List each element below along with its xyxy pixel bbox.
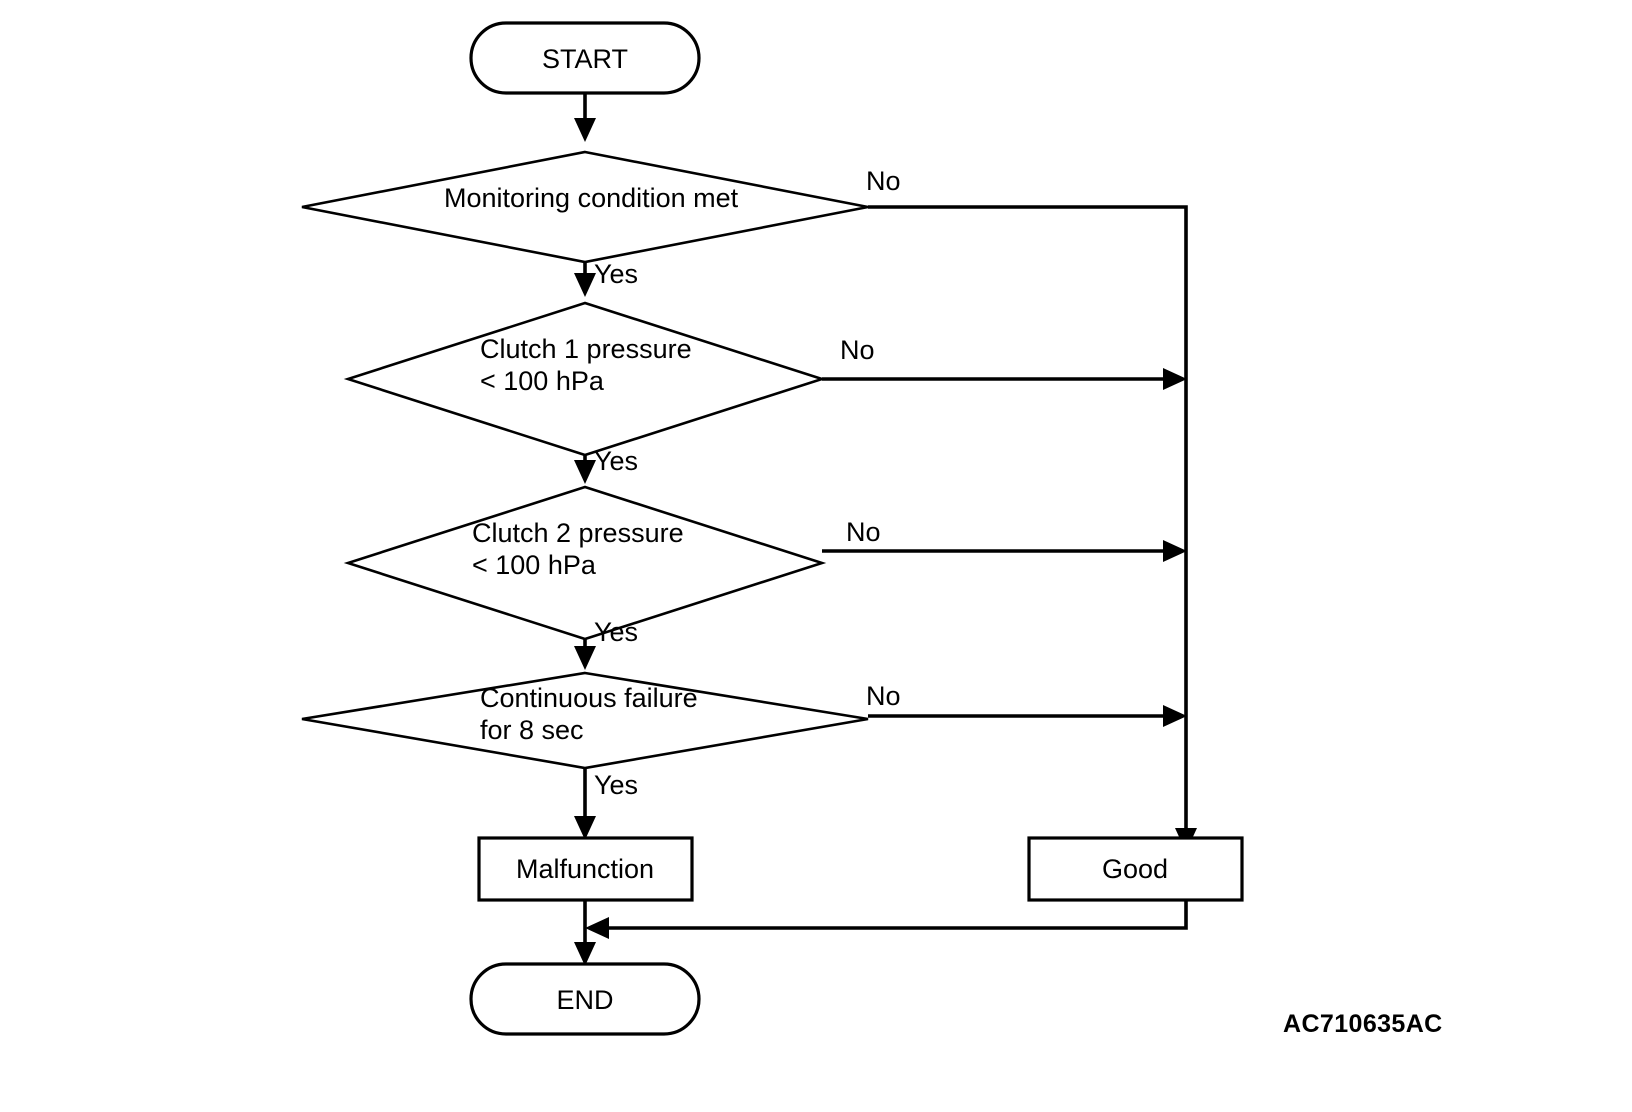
node-decision-clutch1-pressure: Clutch 1 pressure < 100 hPa [343,301,827,457]
connector-d4-no: No [866,681,1187,727]
arrowhead-down [574,942,596,966]
node-good: Good [1027,836,1244,902]
edge-label-no-2: No [840,335,875,365]
node-malfunction-label: Malfunction [516,854,654,884]
arrowhead-down [574,118,596,142]
arrowhead-down [574,460,596,484]
connector-start-to-d1 [574,93,596,142]
node-decision-clutch1-pressure-label-line2: < 100 hPa [480,366,605,396]
node-decision-continuous-failure-label-line2: for 8 sec [480,715,584,745]
connector-d3-yes: Yes [574,617,638,670]
arrowhead-right [1163,540,1187,562]
arrowhead-right [1163,705,1187,727]
connector-d2-no: No [822,335,1187,390]
node-decision-monitoring-condition-label: Monitoring condition met [444,183,739,213]
arrowhead-right [1163,368,1187,390]
edge-label-yes-2: Yes [594,446,638,476]
connector-d1-yes: Yes [574,259,638,297]
edge-label-no-4: No [866,681,901,711]
node-decision-continuous-failure: Continuous failure for 8 sec [301,671,869,770]
node-start-label: START [542,44,628,74]
node-decision-continuous-failure-label-line1: Continuous failure [480,683,698,713]
node-decision-clutch2-pressure: Clutch 2 pressure < 100 hPa [343,485,827,641]
edge-label-no-3: No [846,517,881,547]
node-decision-clutch2-pressure-label-line2: < 100 hPa [472,550,597,580]
node-start: START [469,21,701,95]
figure-reference-code: AC710635AC [1283,1010,1443,1038]
arrowhead-down [574,816,596,840]
edge-label-yes-1: Yes [594,259,638,289]
connector-d1-no: No [866,166,1197,852]
connector-d2-yes: Yes [574,446,638,484]
node-decision-clutch2-pressure-label-line1: Clutch 2 pressure [472,518,684,548]
edge-label-yes-4: Yes [594,770,638,800]
edge-label-yes-3: Yes [594,617,638,647]
node-decision-monitoring-condition: Monitoring condition met [301,150,869,264]
node-malfunction: Malfunction [477,836,694,902]
arrowhead-left [585,917,609,939]
node-decision-clutch1-pressure-label-line1: Clutch 1 pressure [480,334,692,364]
arrowhead-down [574,273,596,297]
node-good-label: Good [1102,854,1168,884]
node-end-label: END [556,985,613,1015]
node-end: END [469,962,701,1036]
connector-malfunction-to-end [574,900,596,966]
edge-label-no-1: No [866,166,901,196]
connector-d4-yes: Yes [574,768,638,840]
connector-good-to-end [585,900,1188,939]
connector-d3-no: No [822,517,1187,562]
arrowhead-down [574,646,596,670]
